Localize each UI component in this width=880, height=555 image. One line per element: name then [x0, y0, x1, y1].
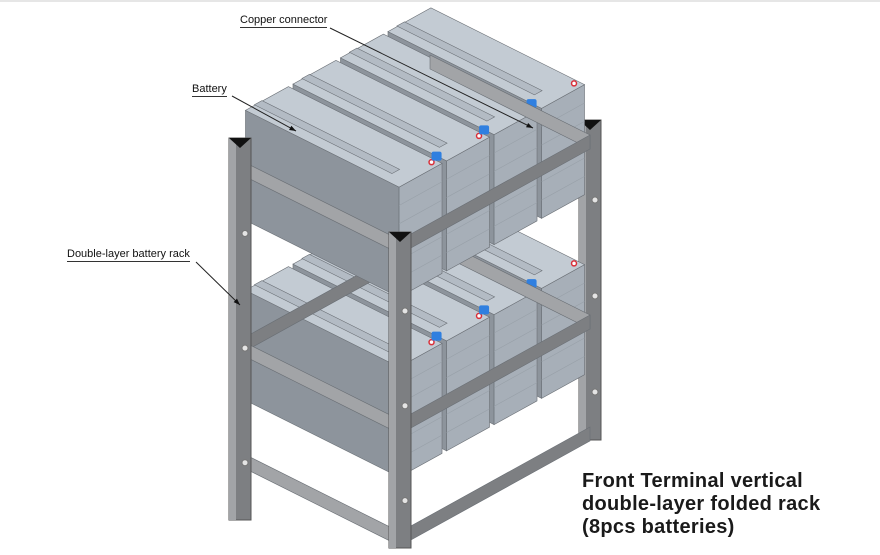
bolt-icon: [591, 292, 599, 300]
leader-battery-arrow-icon: [289, 125, 296, 131]
top-border: [0, 0, 880, 2]
copper-connector-icon: [479, 125, 490, 135]
rack-post-left-cap: [229, 138, 251, 148]
terminal-icon: [428, 338, 435, 346]
battery-top: [339, 33, 538, 135]
battery-rib: [493, 327, 538, 352]
battery-rib: [493, 128, 538, 154]
bolt-icon: [241, 230, 249, 237]
battery-rib: [398, 181, 443, 206]
terminal-icon: [570, 260, 578, 267]
bolt-icon: [401, 307, 409, 315]
battery-rib: [541, 337, 585, 362]
leader-copper-connector-arrow-icon: [526, 122, 533, 128]
battery-rib: [541, 356, 585, 381]
terminal-icon: [428, 158, 435, 166]
rack-post-front-highlight: [389, 232, 396, 548]
terminal-icon: [570, 80, 578, 87]
battery-top: [292, 60, 491, 162]
leader-copper-connector: [329, 27, 534, 129]
battery-rib: [446, 210, 490, 235]
label-copper-connector: Copper connector: [240, 14, 328, 28]
bolt-icon: [241, 344, 249, 352]
battery-top: [387, 7, 586, 109]
battery-rib: [446, 173, 490, 198]
battery-rib: [446, 353, 490, 378]
battery-rib: [493, 382, 538, 407]
rack-beam-left-base: [239, 451, 401, 547]
rack-post-left-highlight: [229, 138, 236, 520]
bolt-icon: [401, 402, 409, 410]
bolt-icon: [401, 497, 409, 505]
leader-battery: [231, 95, 297, 132]
battery-rib: [446, 228, 490, 253]
label-battery-rack: Double-layer battery rack: [67, 248, 190, 262]
battery-rib: [446, 335, 490, 360]
battery-rib: [446, 155, 490, 180]
battery-rib: [398, 199, 443, 225]
battery-rib: [493, 363, 538, 389]
battery-rib: [493, 308, 538, 334]
battery-ridge: [253, 100, 401, 174]
battery-rib: [493, 183, 538, 209]
copper-connector-icon: [431, 151, 442, 161]
copper-connector-icon: [479, 305, 490, 315]
terminal-icon: [475, 312, 483, 320]
battery-rib: [493, 147, 538, 172]
bolt-icon: [591, 196, 599, 204]
battery-ridge: [348, 47, 496, 122]
caption-line-3: (8pcs batteries): [582, 516, 735, 538]
rack-post-front-cap: [389, 232, 411, 242]
battery-ridge: [301, 74, 448, 148]
battery-rib: [446, 390, 490, 415]
label-battery: Battery: [192, 83, 227, 97]
battery-rib: [541, 176, 585, 201]
battery-top: [244, 86, 443, 188]
terminal-icon: [475, 132, 483, 140]
bolt-icon: [591, 388, 599, 396]
caption-line-1: Front Terminal vertical: [582, 470, 804, 492]
battery-rib: [541, 157, 585, 182]
copper-connector-icon: [431, 331, 442, 341]
battery-rib: [446, 408, 490, 433]
caption-line-2: double-layer folded rack: [582, 493, 821, 515]
battery-rib: [493, 202, 538, 227]
bolt-icon: [241, 459, 249, 467]
battery-ridge: [396, 21, 543, 96]
leader-battery-rack-arrow-icon: [233, 298, 240, 305]
leader-battery-rack: [195, 261, 241, 306]
caption: Front Terminal vertical double-layer fol…: [582, 470, 820, 539]
